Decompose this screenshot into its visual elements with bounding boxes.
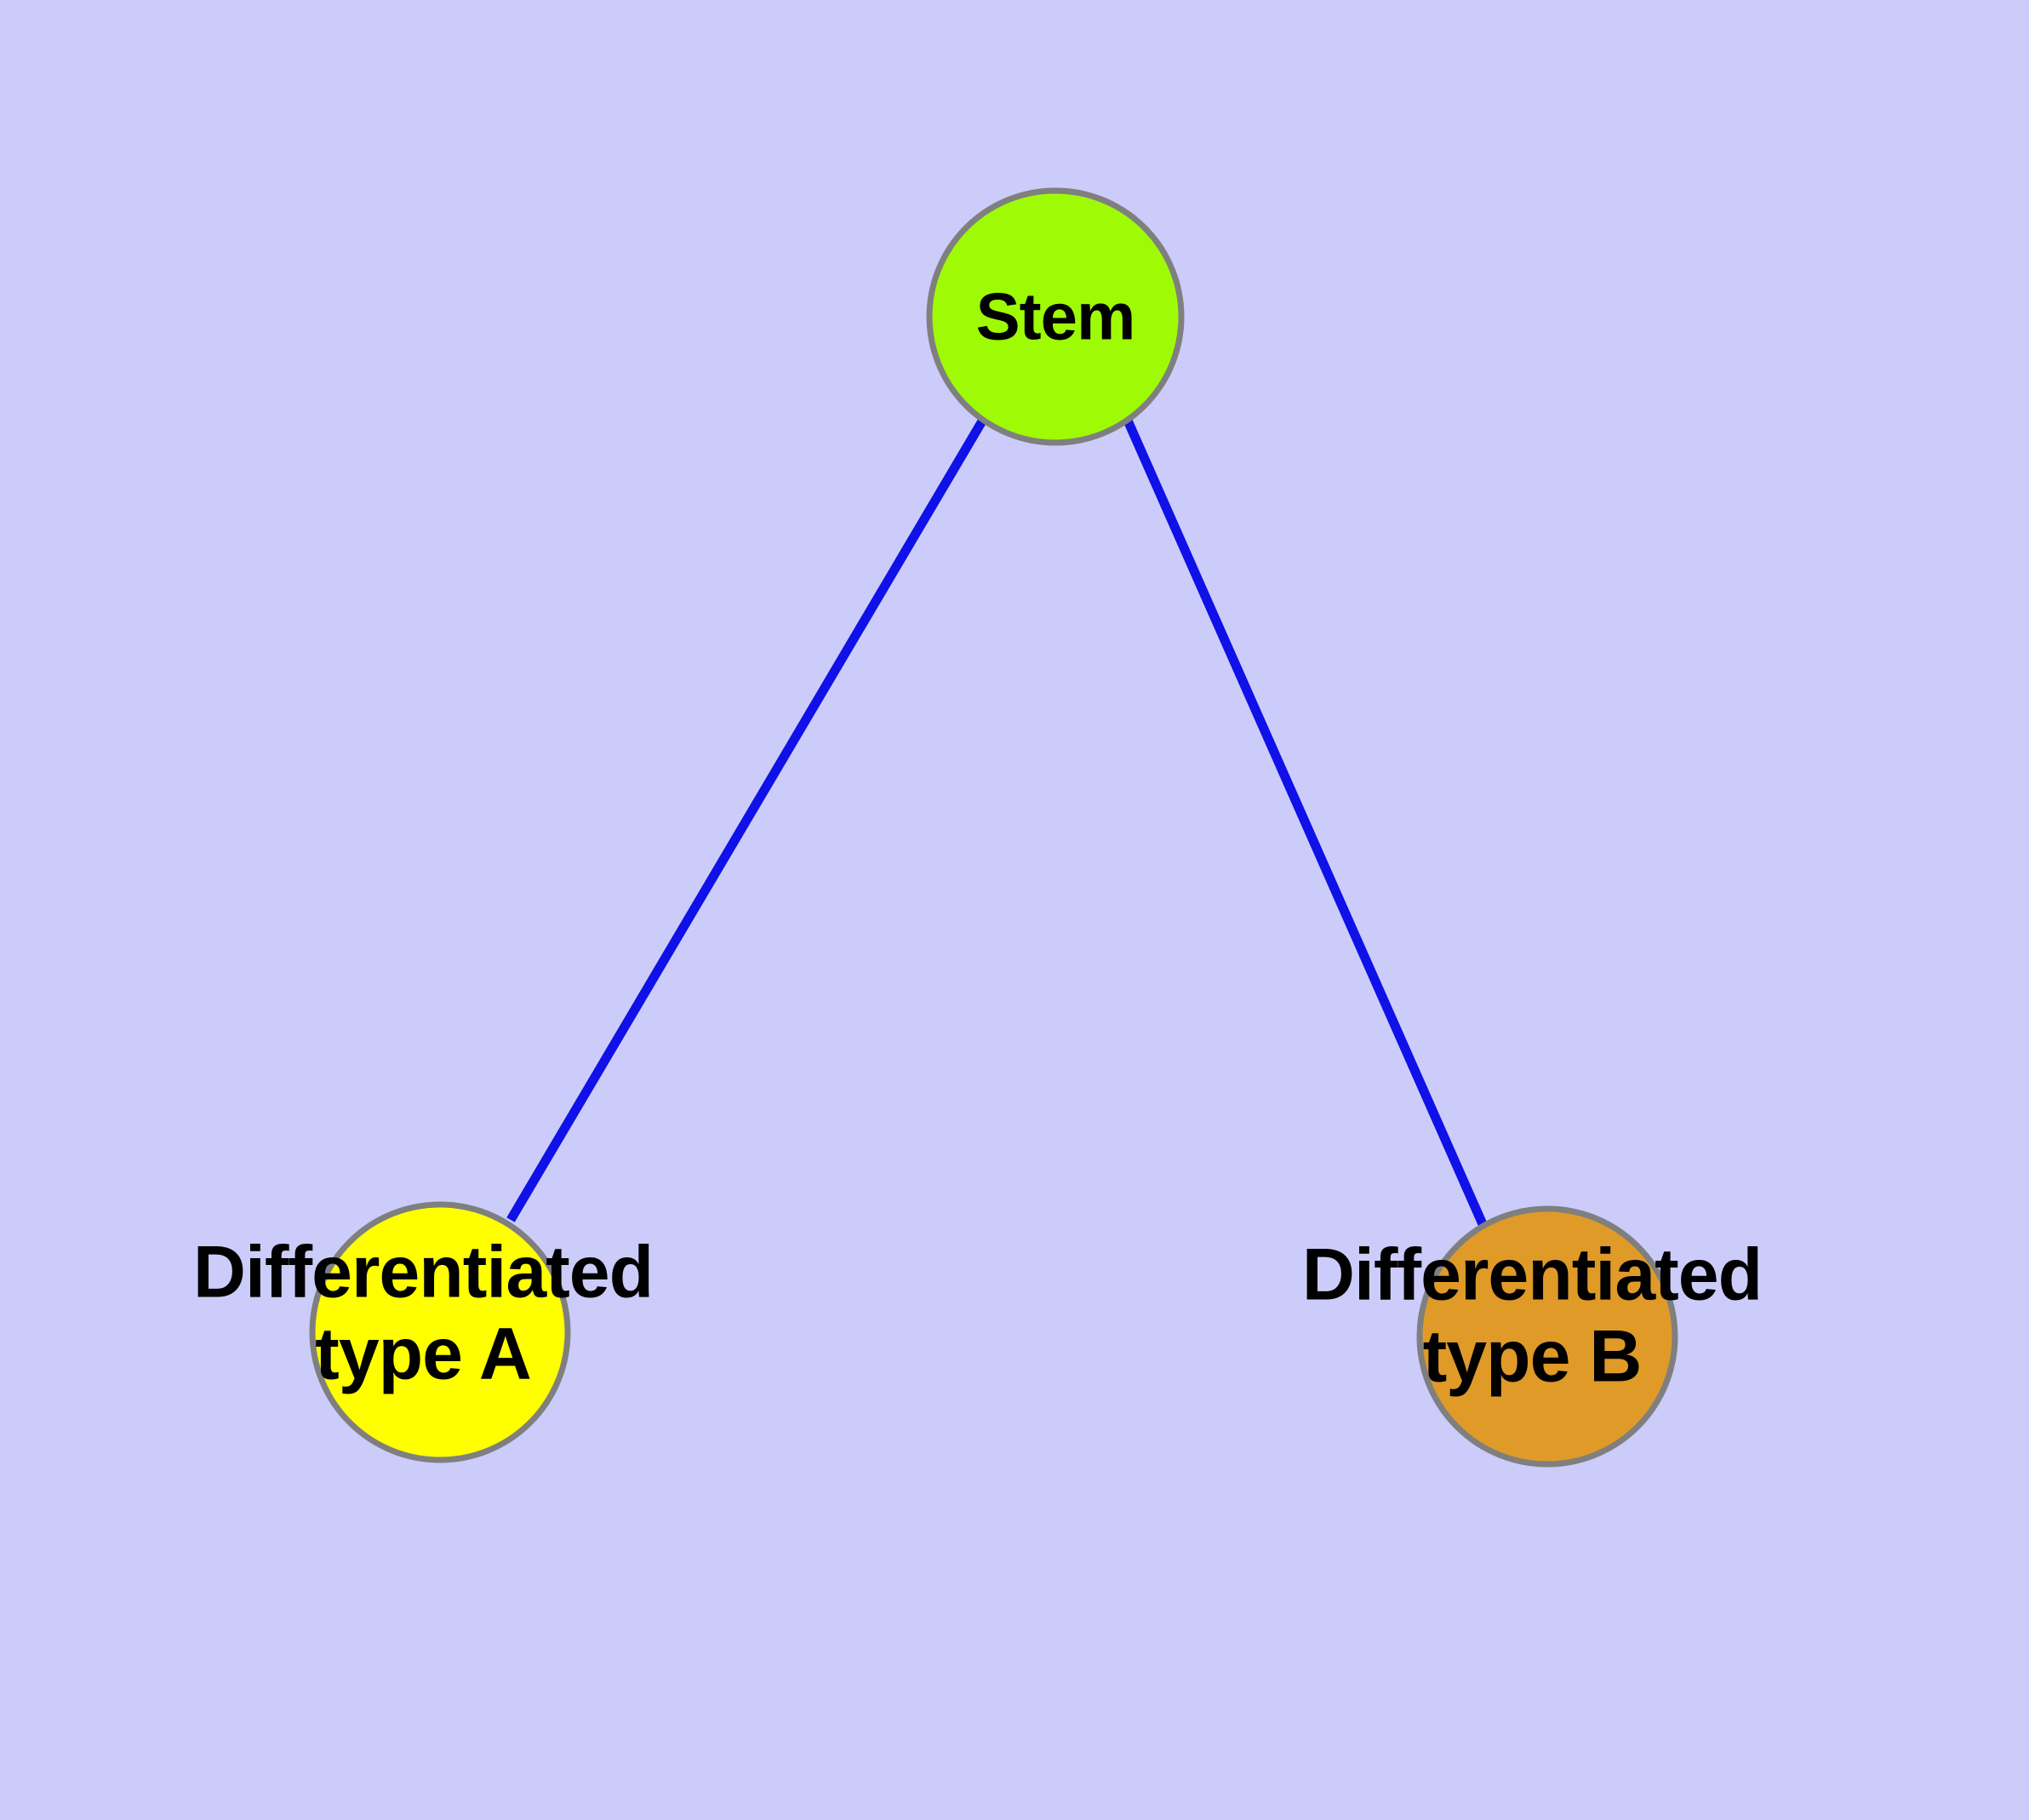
edge-stem-to-diff-b [1123,418,1488,1227]
node-diff-b[interactable] [1416,1205,1678,1468]
edge-stem-to-diff-a [506,417,987,1222]
node-stem[interactable] [926,187,1185,446]
node-diff-a[interactable] [309,1201,571,1463]
